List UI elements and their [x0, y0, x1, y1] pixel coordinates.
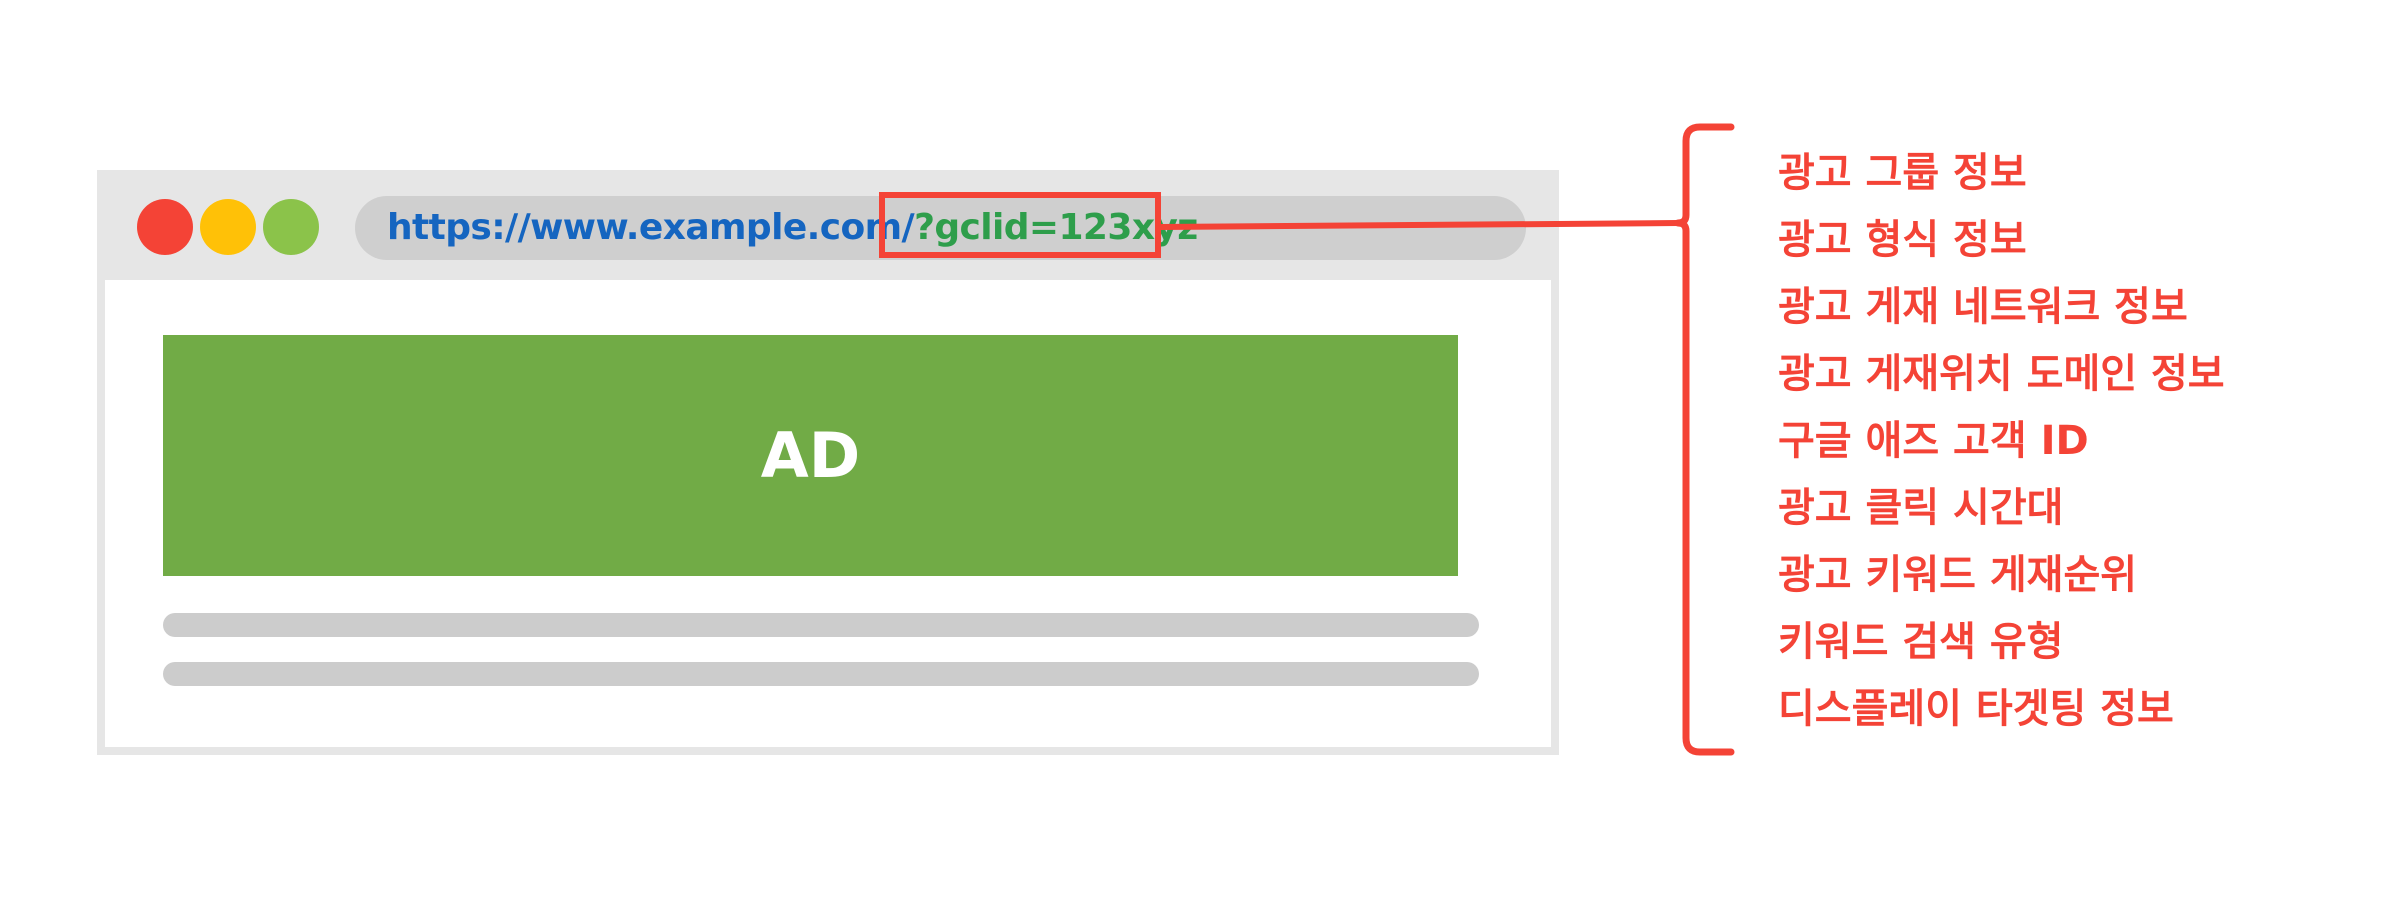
url-gclid-param: ?gclid=123xyz	[914, 207, 1198, 248]
info-item: 구글 애즈 고객 ID	[1778, 418, 2089, 464]
info-item: 키워드 검색 유형	[1778, 619, 2064, 665]
info-item: 디스플레이 타겟팅 정보	[1778, 686, 2174, 732]
info-item: 광고 게재 네트워크 정보	[1778, 284, 2188, 330]
url-text: https://www.example.com/?gclid=123xyz	[387, 196, 1198, 260]
url-base: https://www.example.com/	[387, 207, 915, 248]
browser-titlebar: https://www.example.com/?gclid=123xyz	[97, 170, 1559, 280]
gclid-highlight-box	[879, 192, 1161, 258]
text-placeholder-line	[163, 662, 1479, 686]
maximize-window-dot[interactable]	[263, 199, 319, 255]
close-window-dot[interactable]	[137, 199, 193, 255]
info-item: 광고 클릭 시간대	[1778, 485, 2064, 531]
info-item: 광고 게재위치 도메인 정보	[1778, 351, 2225, 397]
ad-label: AD	[760, 419, 861, 492]
browser-window: https://www.example.com/?gclid=123xyz AD	[97, 170, 1559, 755]
ad-banner[interactable]: AD	[163, 335, 1458, 576]
info-item: 광고 형식 정보	[1778, 217, 2027, 263]
minimize-window-dot[interactable]	[200, 199, 256, 255]
info-item: 광고 그룹 정보	[1778, 150, 2027, 196]
page-content: AD	[105, 280, 1551, 747]
text-placeholder-line	[163, 613, 1479, 637]
info-item: 광고 키워드 게재순위	[1778, 552, 2138, 598]
bracket	[1674, 123, 1735, 756]
